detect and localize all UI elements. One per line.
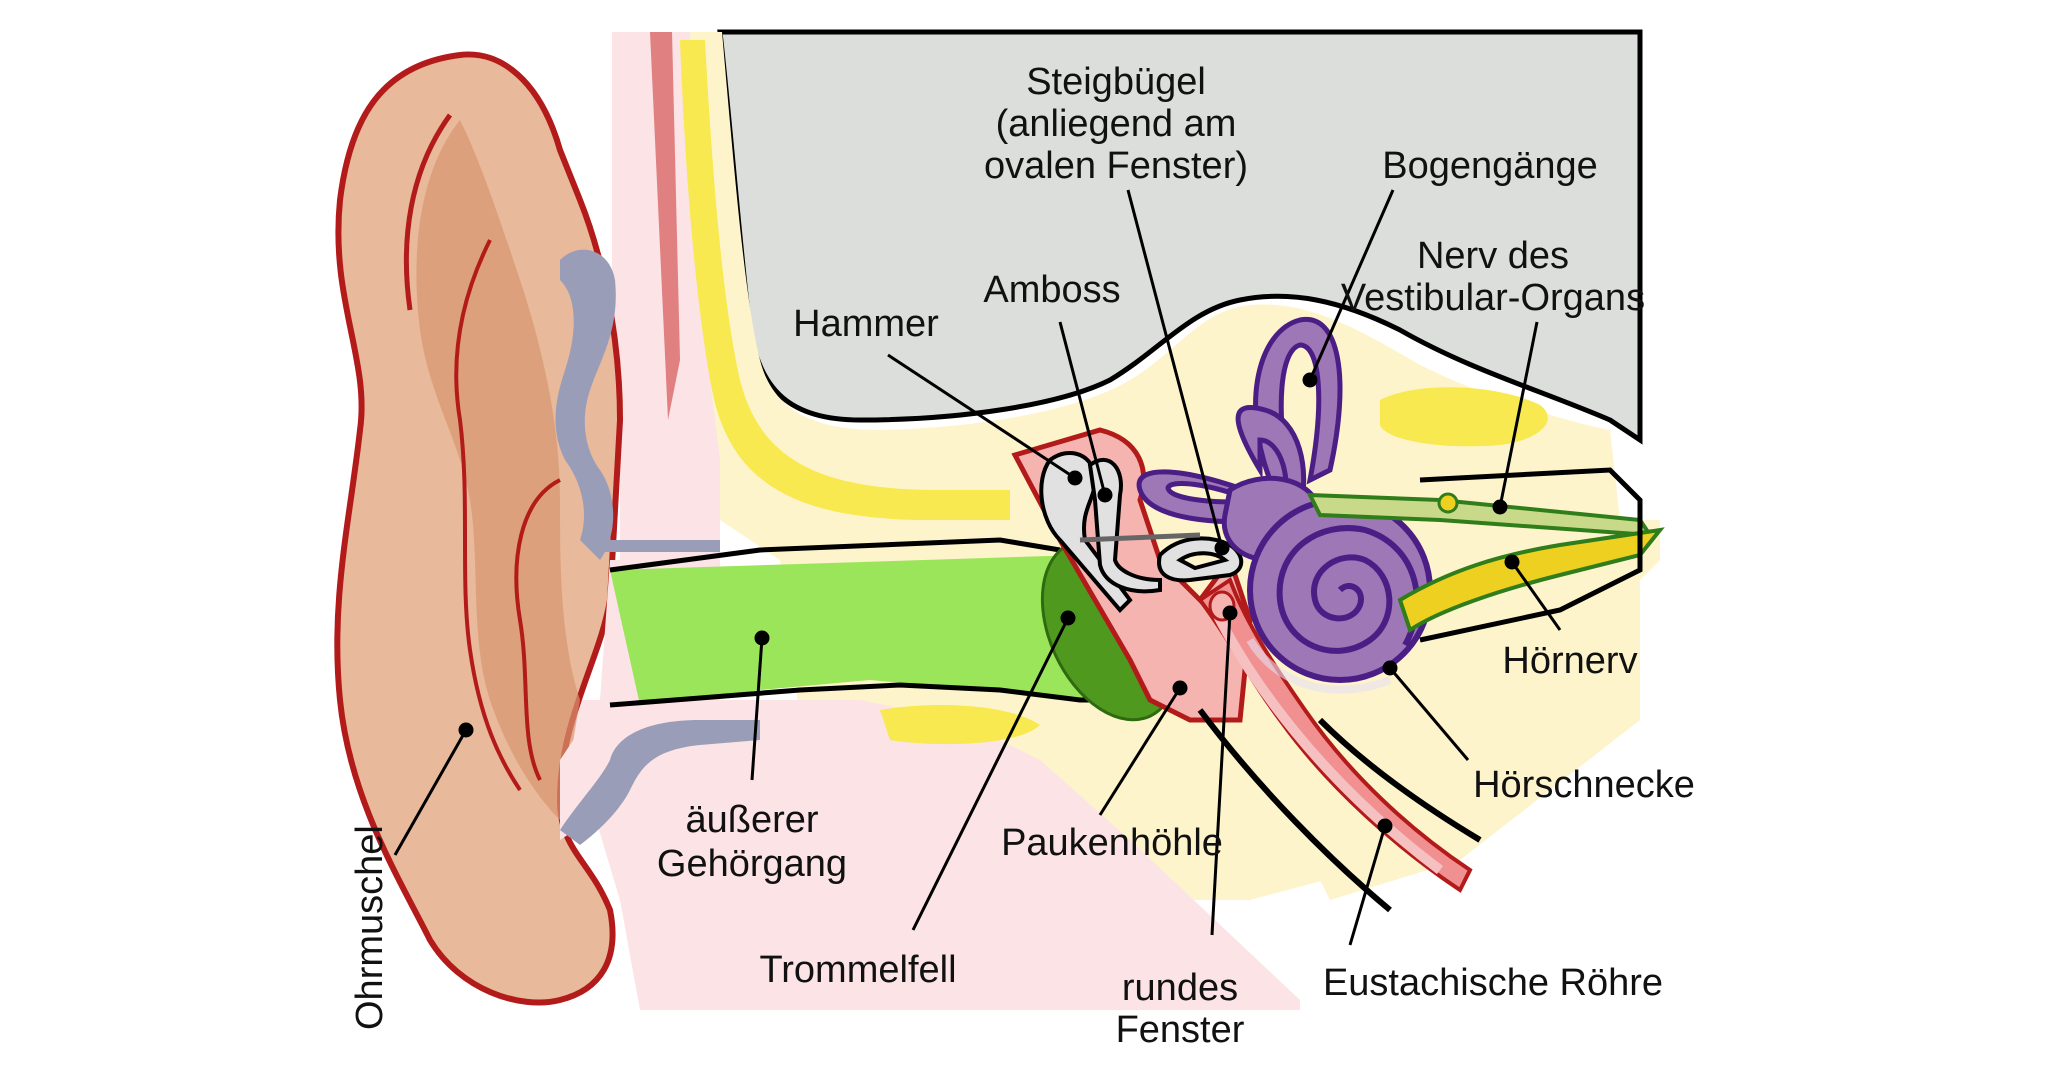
label-ohrmuschel: Ohrmuschel	[349, 825, 391, 1030]
canal-upper-wall	[609, 537, 1061, 573]
nerve-ganglion	[1437, 492, 1459, 514]
label-steigbuegel-line1: Steigbügel	[1026, 61, 1206, 103]
external-auditory-canal	[610, 555, 1160, 705]
bone-marrow-lower	[880, 705, 1040, 745]
internal-auditory-canal	[1419, 467, 1643, 643]
label-rundes-line2: Fenster	[1116, 1009, 1245, 1051]
label-nerv-line1: Nerv des	[1417, 235, 1569, 277]
label-trommelfell: Trommelfell	[759, 949, 956, 991]
bone-marrow-oval	[1380, 387, 1548, 447]
label-amboss: Amboss	[983, 269, 1120, 311]
auricle-concha-line	[514, 478, 561, 781]
canal-lower-wall	[609, 682, 1120, 708]
cartilage-upper	[555, 249, 616, 560]
label-rundes-line1: rundes	[1122, 967, 1238, 1009]
label-hoernerv: Hörnerv	[1502, 640, 1637, 682]
auricle-inner-fold	[416, 120, 580, 820]
cartilage-bar	[600, 540, 720, 552]
label-paukenhoehle: Paukenhöhle	[1001, 822, 1223, 864]
blood-vessel	[650, 32, 680, 420]
label-hoerschnecke: Hörschnecke	[1473, 764, 1695, 806]
leader-lines	[393, 189, 1562, 946]
cochlea-base-shade	[1246, 637, 1392, 694]
label-hammer: Hammer	[793, 303, 939, 345]
cartilage-lower	[560, 720, 760, 845]
eustachian-tube-wall-upper	[1317, 717, 1482, 843]
label-bogengaenge: Bogengänge	[1382, 145, 1598, 187]
auricle-rim-line	[403, 113, 453, 311]
label-eustachische-roehre: Eustachische Röhre	[1323, 962, 1663, 1004]
label-aeusserer-line2: Gehörgang	[657, 843, 847, 885]
tensor-tendon	[1079, 532, 1201, 543]
cochlear-nerve	[1397, 527, 1665, 634]
cochlea-spiral	[1276, 525, 1420, 654]
label-steigbuegel-line2: (anliegend am	[996, 103, 1237, 145]
label-steigbuegel-line3: ovalen Fenster)	[984, 145, 1248, 187]
label-nerv-line2: Vestibular-Organs	[1341, 277, 1645, 319]
label-aeusserer-line1: äußerer	[685, 799, 818, 841]
eustachian-tube-inner	[1210, 607, 1444, 874]
auricle-antihelix-line	[454, 239, 522, 792]
lower-soft-tissue	[560, 700, 1300, 1010]
